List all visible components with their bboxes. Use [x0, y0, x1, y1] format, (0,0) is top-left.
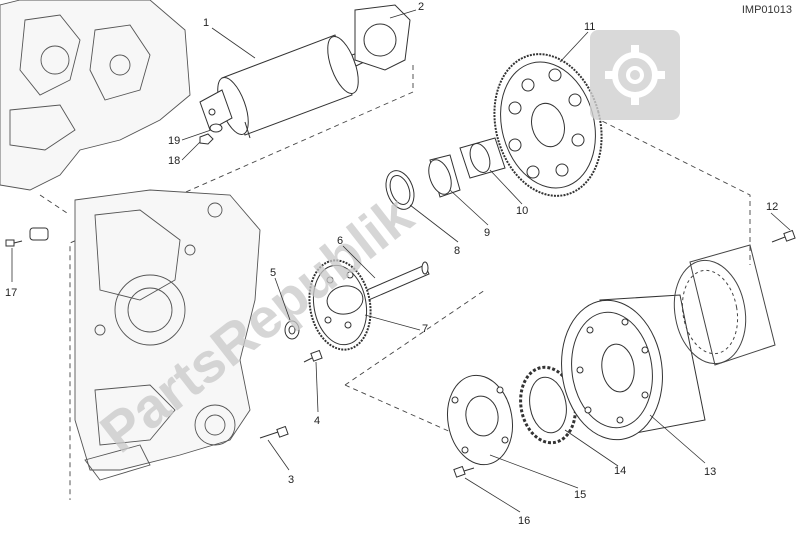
- gear-icon: [590, 30, 680, 120]
- starter-gasket: [354, 4, 411, 71]
- flywheel-cover: [673, 244, 776, 366]
- leader-lines: [11, 9, 791, 513]
- callout-5: 5: [270, 267, 276, 279]
- nut-and-washer: [199, 123, 223, 145]
- callout-2: 2: [418, 1, 424, 13]
- callout-labels: 1 2 3 4 5 6 7 8 9 10 11 12 13 14 15 16 1…: [5, 1, 778, 527]
- callout-1: 1: [203, 17, 209, 29]
- screws: [259, 229, 796, 478]
- engine-crankcase: [0, 0, 261, 481]
- starter-motor: [199, 34, 365, 139]
- bushings: [385, 137, 506, 210]
- bolt-and-spacer: [5, 227, 49, 247]
- callout-9: 9: [484, 227, 490, 239]
- flywheel: [561, 294, 706, 441]
- callout-19: 19: [168, 135, 180, 147]
- diagram-ref-code: IMP01013: [741, 4, 792, 16]
- callout-3: 3: [288, 474, 294, 486]
- callout-6: 6: [337, 235, 343, 247]
- assembly-dashed-lines: [39, 65, 751, 500]
- retaining-plate: [447, 374, 513, 466]
- idler-gear-large: [493, 53, 603, 197]
- callout-13: 13: [704, 466, 716, 478]
- callout-4: 4: [314, 415, 320, 427]
- callout-10: 10: [516, 205, 528, 217]
- freewheel-clutch: [519, 365, 577, 445]
- callout-8: 8: [454, 245, 460, 257]
- callout-17: 17: [5, 287, 17, 299]
- callout-7: 7: [422, 323, 428, 335]
- callout-16: 16: [518, 515, 530, 527]
- callout-15: 15: [574, 489, 586, 501]
- callout-18: 18: [168, 155, 180, 167]
- callout-14: 14: [614, 465, 626, 477]
- callout-11: 11: [584, 21, 595, 33]
- thrust-washer: [284, 320, 300, 340]
- callout-12: 12: [766, 201, 778, 213]
- intermediate-gear: [308, 259, 372, 351]
